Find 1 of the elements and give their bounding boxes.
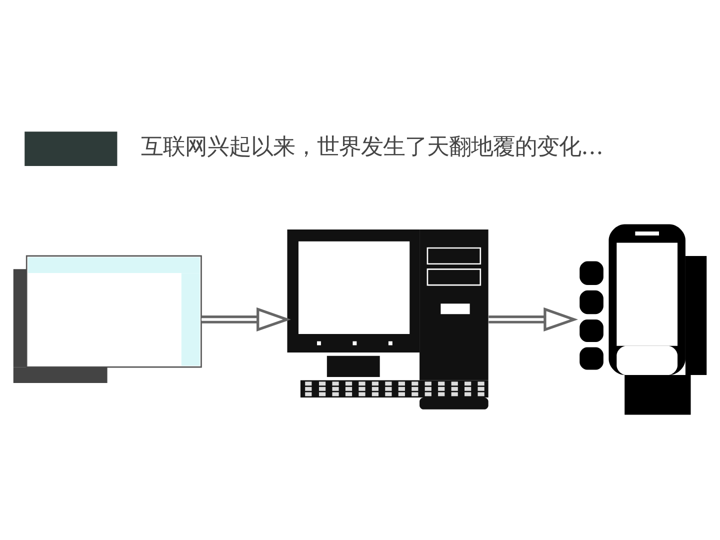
diagram-title: 互联网兴起以来，世界发生了天翻地覆的变化… [141, 134, 604, 160]
